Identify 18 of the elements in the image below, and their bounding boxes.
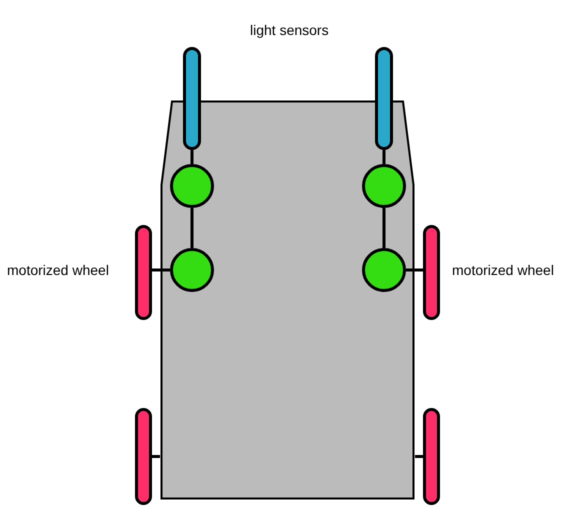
connector-line bbox=[152, 455, 160, 458]
connector-line bbox=[190, 208, 194, 248]
connector-line bbox=[152, 268, 170, 272]
connector-line bbox=[382, 150, 386, 164]
wheel bbox=[423, 225, 440, 320]
part-label: motorized wheel bbox=[452, 262, 554, 278]
wheel bbox=[135, 408, 152, 505]
part-label: motorized wheel bbox=[7, 262, 109, 278]
connector-line bbox=[406, 268, 423, 272]
light-sensor bbox=[375, 47, 393, 150]
part-label: light sensors bbox=[250, 22, 329, 38]
wheel bbox=[135, 225, 152, 320]
connector-line bbox=[382, 208, 386, 248]
connector-line bbox=[415, 455, 423, 458]
vehicle-body bbox=[160, 100, 415, 500]
light-sensor bbox=[183, 47, 201, 150]
connector-line bbox=[190, 150, 194, 164]
wheel bbox=[423, 408, 440, 505]
